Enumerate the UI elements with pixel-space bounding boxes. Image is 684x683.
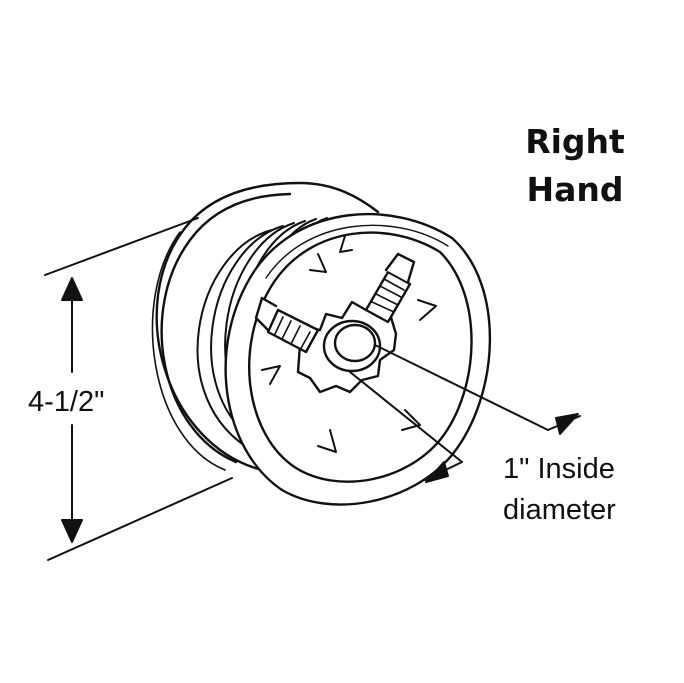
back-flange [151, 181, 380, 472]
height-dimension [44, 217, 233, 561]
rim-tabs [261, 235, 437, 453]
title-line-right: Right [525, 122, 625, 161]
inside-diameter-label-line2: diameter [503, 494, 616, 526]
inside-diameter-label-line1: 1" Inside [503, 453, 615, 485]
height-dimension-label: 4-1/2" [28, 386, 105, 418]
set-screw-upper [364, 252, 416, 324]
hand-orientation-title: Right Hand [505, 118, 645, 214]
hub [296, 298, 398, 394]
title-line-hand: Hand [526, 170, 624, 209]
inside-diameter-dimension [349, 344, 581, 483]
set-screw-lower [254, 296, 320, 354]
